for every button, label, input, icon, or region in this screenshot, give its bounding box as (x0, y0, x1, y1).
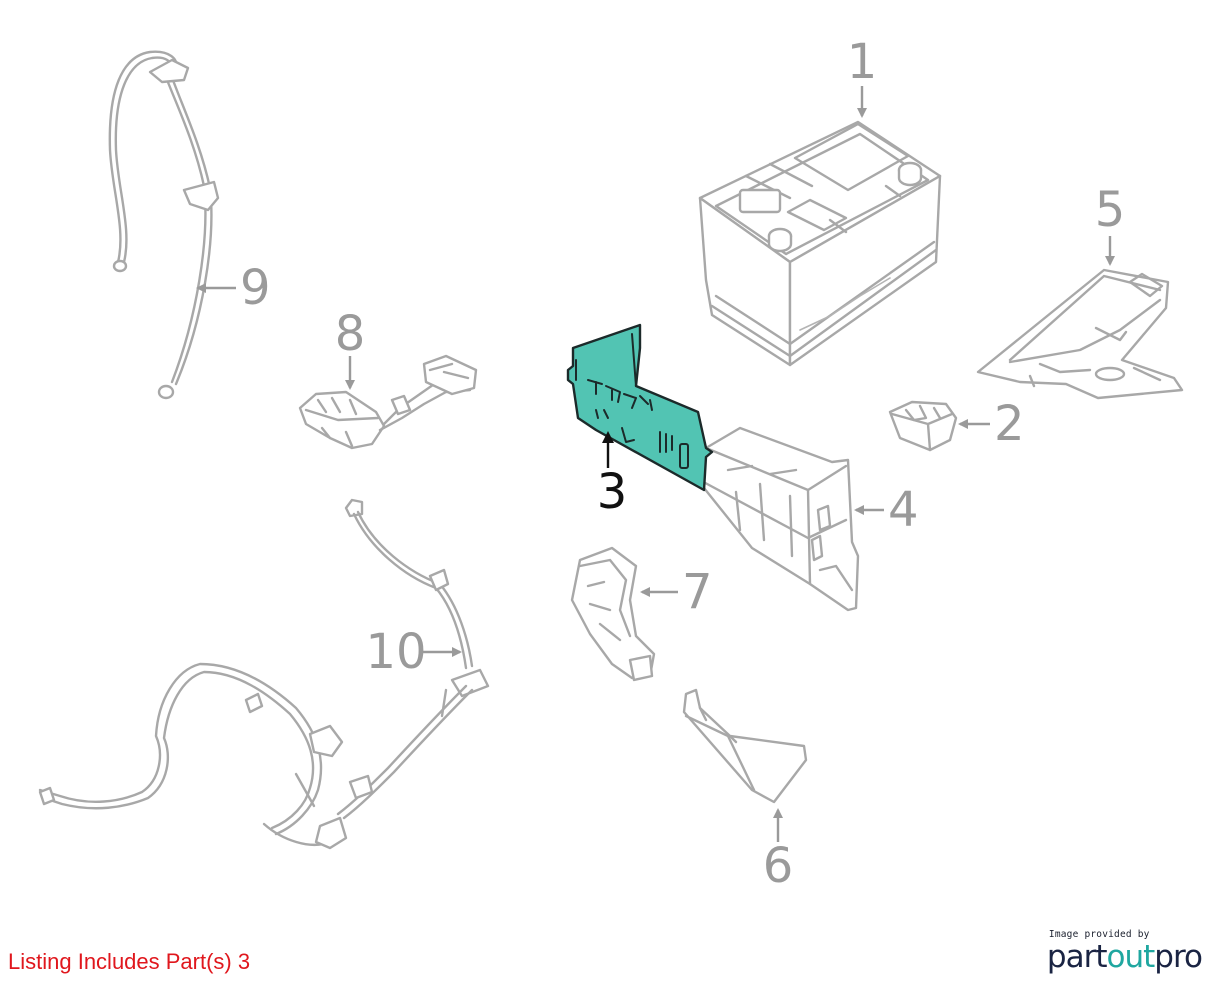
callout-7-label: 7 (682, 564, 713, 620)
callout-8: 8 (335, 306, 366, 390)
part-6-deflector[interactable] (682, 688, 808, 804)
callout-10-label: 10 (365, 624, 426, 680)
callout-6: 6 (763, 808, 794, 894)
brand-word-part3: pro (1154, 939, 1203, 975)
partoutpro-logo: Image provided by partoutpro (1046, 929, 1203, 975)
callout-1: 1 (847, 34, 878, 118)
part-4-battery-tray[interactable] (694, 426, 860, 612)
callout-4: 4 (854, 482, 919, 538)
part-1-battery[interactable] (698, 120, 942, 367)
callout-2-label: 2 (994, 396, 1025, 452)
callout-2: 2 (958, 396, 1025, 452)
part-9-battery-cable[interactable] (108, 50, 220, 400)
part-10-wiring-harness[interactable] (38, 498, 490, 850)
brand-wordmark: partoutpro (1046, 939, 1203, 975)
callout-4-label: 4 (888, 482, 919, 538)
listing-note: Listing Includes Part(s) 3 (8, 949, 251, 974)
callout-8-label: 8 (335, 306, 366, 362)
part-7-air-duct[interactable] (570, 546, 656, 682)
callout-3: 3 (597, 431, 628, 520)
part-2-bracket[interactable] (888, 400, 958, 452)
callout-7: 7 (640, 564, 713, 620)
part-3-highlighted-panel[interactable] (566, 323, 714, 492)
callout-10: 10 (365, 624, 462, 680)
part-8-junction-block[interactable] (298, 354, 478, 450)
callout-3-label: 3 (597, 464, 628, 520)
callout-6-label: 6 (763, 838, 794, 894)
brand-word-part2: out (1106, 939, 1156, 975)
callout-9-label: 9 (240, 260, 271, 316)
brand-caption: Image provided by (1048, 929, 1150, 940)
callout-9: 9 (196, 260, 271, 316)
callout-5: 5 (1095, 182, 1126, 266)
part-5-battery-cover[interactable] (976, 268, 1184, 400)
brand-word-part1: part (1046, 939, 1108, 975)
callout-1-label: 1 (847, 34, 878, 90)
callout-5-label: 5 (1095, 182, 1126, 238)
